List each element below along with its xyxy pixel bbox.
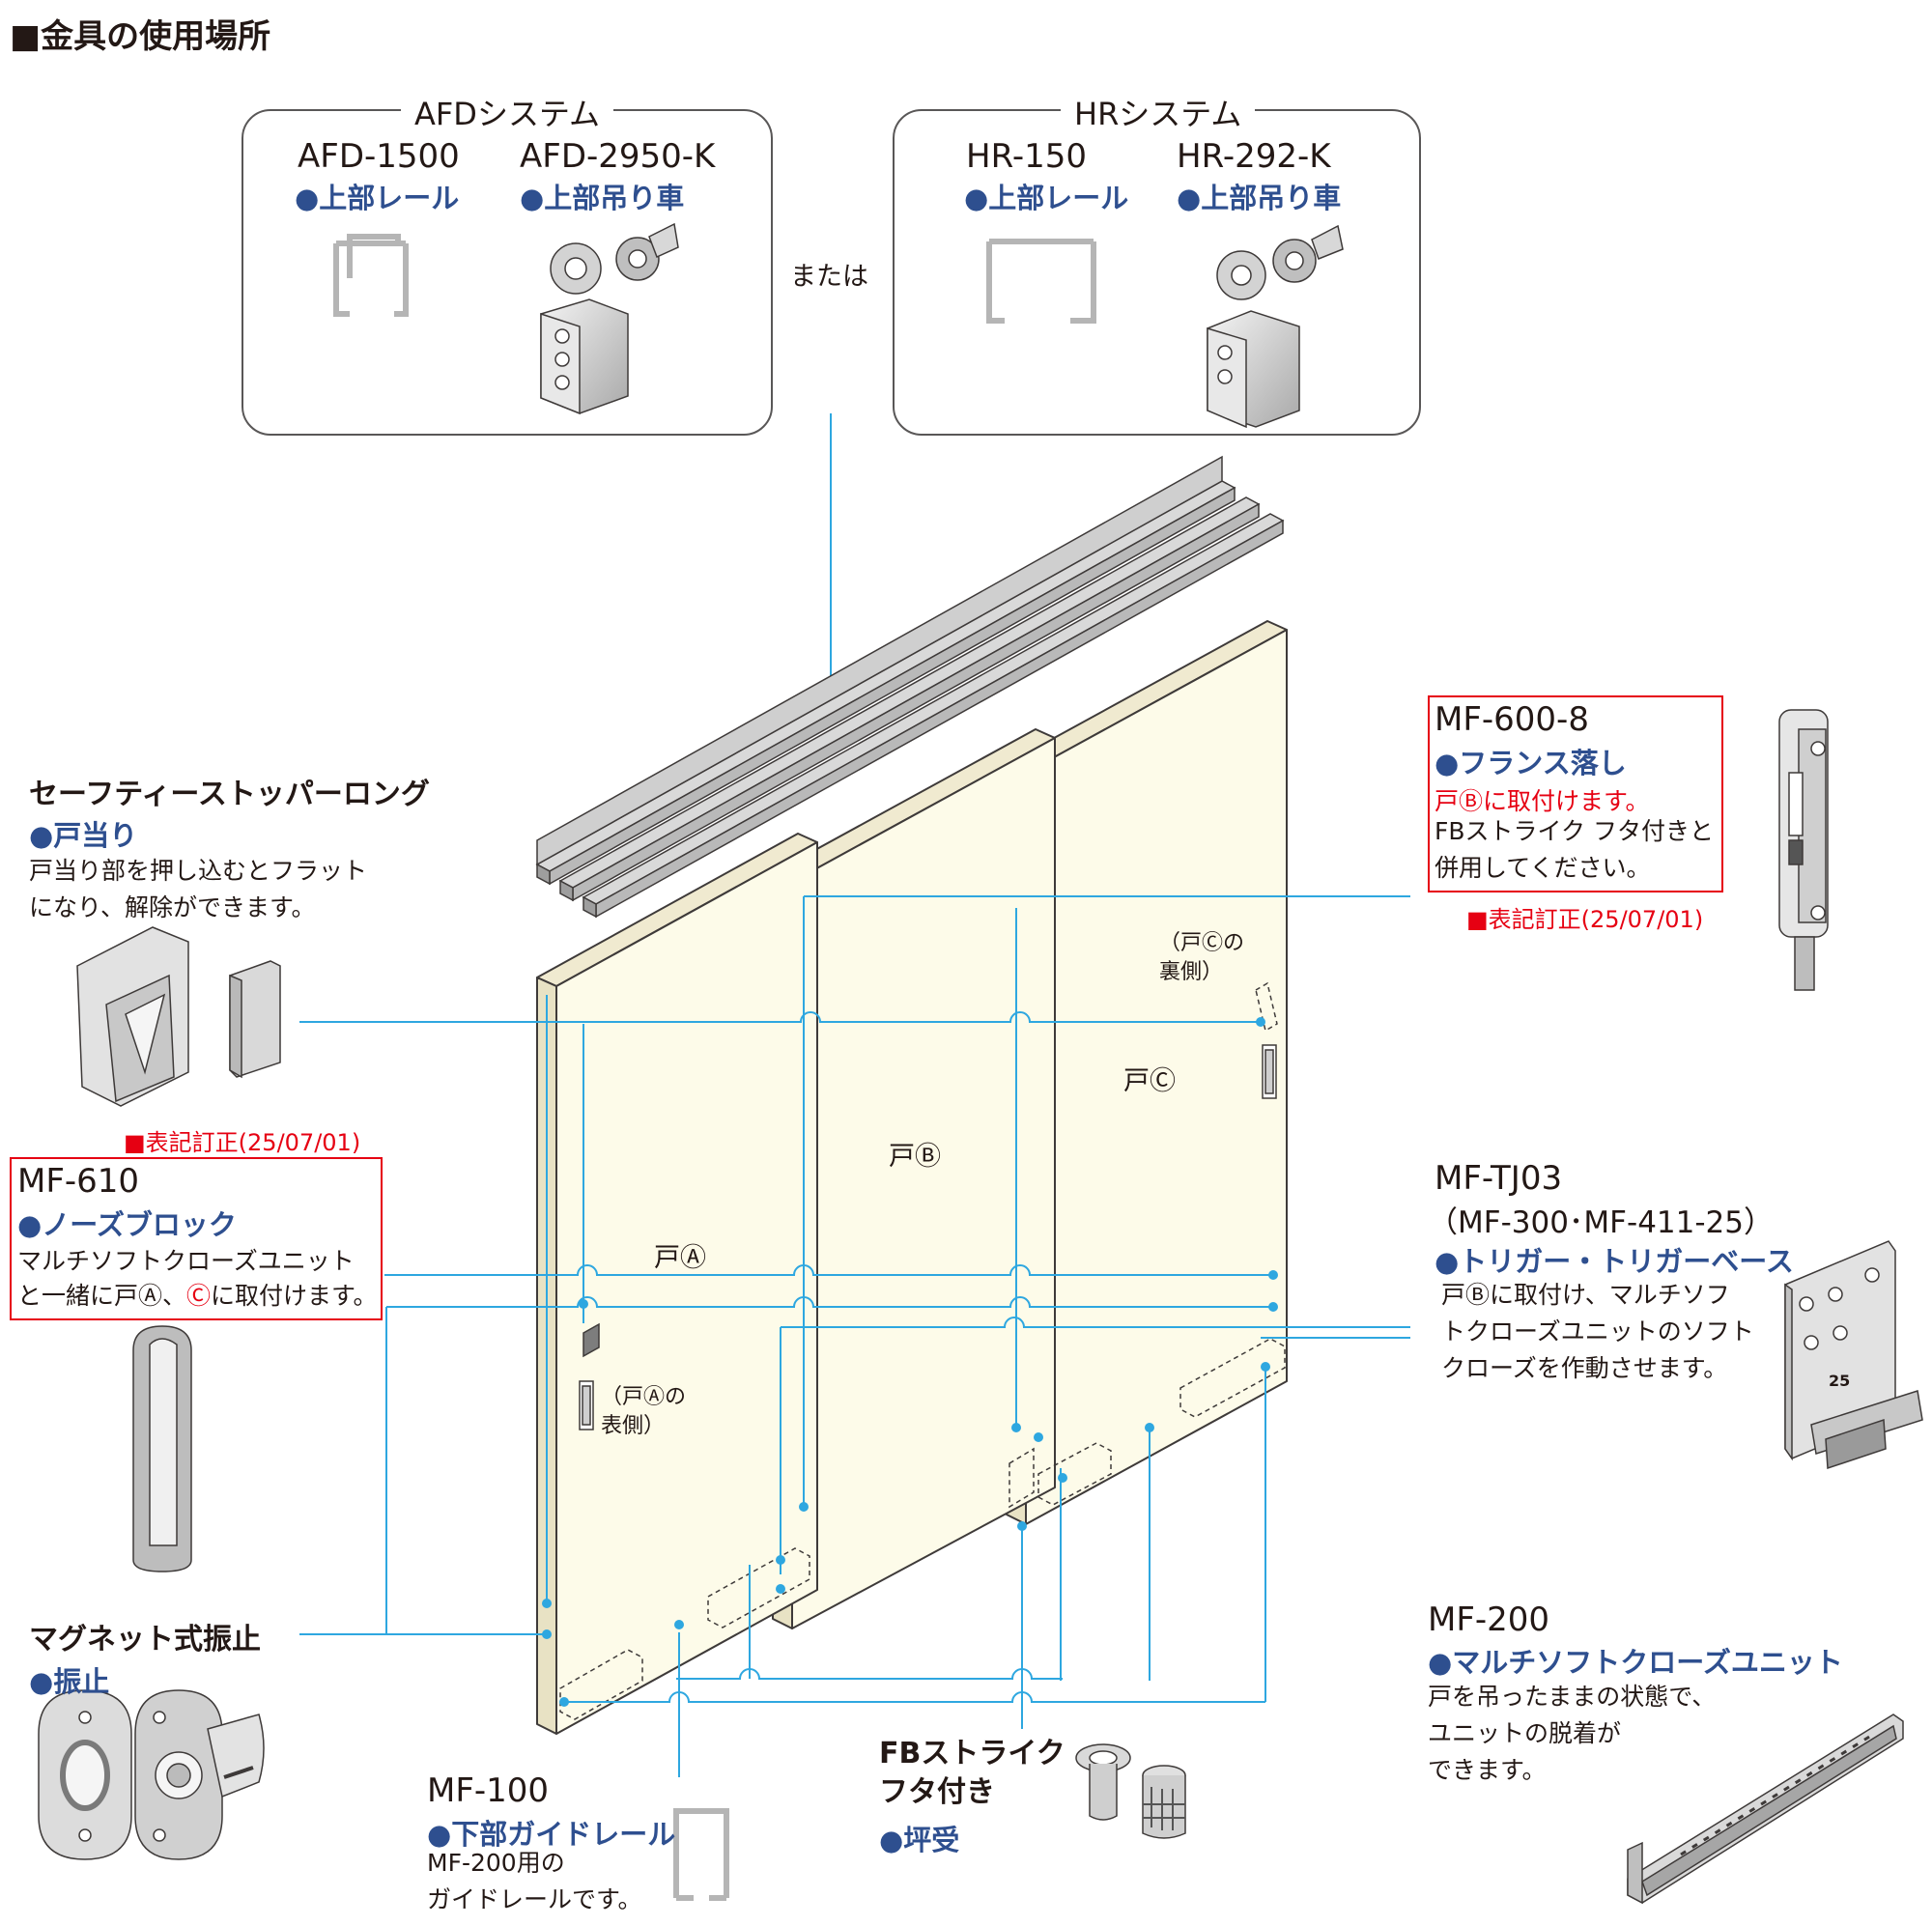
mftj03-description: 戸Ⓑに取付け、マルチソフ トクローズユニットのソフト クローズを作動させます。 bbox=[1441, 1281, 1754, 1382]
safety-stopper-icon bbox=[76, 926, 281, 1107]
upper-rail-assembly bbox=[535, 455, 1285, 919]
trigger-icon: 25 bbox=[1784, 1240, 1923, 1470]
hr-rail-category: ●上部レール bbox=[964, 182, 1129, 214]
door-c-back-note: （戸Ⓒの 裏側） bbox=[1159, 931, 1245, 984]
door-a-label: 戸Ⓐ bbox=[654, 1243, 706, 1273]
door-c-label: 戸Ⓒ bbox=[1123, 1066, 1176, 1096]
fb-strike-heading: FBストライク フタ付き bbox=[879, 1737, 1065, 1809]
correction-note-mf610: ■表記訂正(25/07/01) bbox=[124, 1129, 361, 1156]
mf610-category: ●ノーズブロック bbox=[17, 1208, 237, 1241]
trigger-part-number: 25 bbox=[1829, 1372, 1850, 1390]
mf100-model: MF-100 bbox=[427, 1771, 550, 1810]
door-a bbox=[536, 833, 818, 1735]
fb-strike-icon bbox=[1075, 1743, 1186, 1839]
hr-system-label: HRシステム bbox=[1061, 90, 1256, 134]
mf610-description-line2: と一緒に戸Ⓐ、Ⓒに取付けます。 bbox=[17, 1277, 378, 1312]
safety-stopper-description: 戸当り部を押し込むとフラット になり、解除ができます。 bbox=[29, 857, 368, 921]
fb-strike-category: ●坪受 bbox=[879, 1824, 960, 1856]
mf610-model: MF-610 bbox=[17, 1162, 140, 1201]
hr-rail-icon bbox=[986, 239, 1096, 324]
mftj03-model: MF-TJ03 bbox=[1435, 1159, 1563, 1198]
afd-rail-category: ●上部レール bbox=[295, 182, 460, 214]
hr-hanger-category: ●上部吊り車 bbox=[1177, 182, 1342, 214]
mf600-note: 戸Ⓑに取付けます。 bbox=[1435, 787, 1650, 815]
door-a-front-note: （戸Ⓐの 表側） bbox=[601, 1385, 687, 1438]
afd-hanger-category: ●上部吊り車 bbox=[520, 182, 685, 214]
mf600-category: ●フランス落し bbox=[1435, 747, 1627, 779]
mf600-model: MF-600-8 bbox=[1435, 700, 1589, 739]
afd-hanger-icon bbox=[540, 222, 679, 415]
mftj03-category: ●トリガー・トリガーベース bbox=[1435, 1245, 1794, 1278]
hr-rail-model: HR-150 bbox=[966, 137, 1087, 176]
mf610-desc-part-b: Ⓒ bbox=[186, 1282, 212, 1310]
guide-rail-icon bbox=[673, 1808, 729, 1901]
magnet-category: ●振止 bbox=[29, 1665, 110, 1698]
afd-hanger-model: AFD-2950-K bbox=[520, 137, 716, 176]
afd-system-label: AFDシステム bbox=[401, 90, 613, 134]
afd-rail-icon bbox=[333, 234, 409, 317]
correction-note-mf600: ■表記訂正(25/07/01) bbox=[1466, 906, 1704, 933]
mf100-description: MF-200用の ガイドレールです。 bbox=[427, 1849, 642, 1913]
flush-bolt-icon bbox=[1778, 709, 1829, 991]
or-text: または bbox=[790, 262, 868, 292]
mf100-category: ●下部ガイドレール bbox=[427, 1818, 676, 1851]
mf600-box bbox=[1428, 695, 1723, 892]
page-title: ■金具の使用場所 bbox=[10, 17, 271, 56]
mf610-desc-part-c: に取付けます。 bbox=[211, 1282, 378, 1310]
nose-block-icon bbox=[132, 1325, 192, 1572]
mf610-description-line1: マルチソフトクローズユニット bbox=[17, 1247, 355, 1275]
mftj03-subtitle: （MF-300･MF-411-25） bbox=[1428, 1205, 1774, 1240]
hr-hanger-model: HR-292-K bbox=[1177, 137, 1331, 176]
safety-stopper-category: ●戸当り bbox=[29, 819, 138, 852]
magnet-heading: マグネット式振止 bbox=[29, 1623, 261, 1657]
mf200-model: MF-200 bbox=[1428, 1600, 1550, 1639]
afd-rail-model: AFD-1500 bbox=[298, 137, 460, 176]
magnet-stopper-icon bbox=[38, 1689, 265, 1860]
mf610-desc-part-a: と一緒に戸Ⓐ、 bbox=[17, 1282, 187, 1310]
safety-stopper-heading: セーフティーストッパーロング bbox=[29, 778, 430, 811]
mf200-description: 戸を吊ったままの状態で、 ユニットの脱着が できます。 bbox=[1428, 1683, 1717, 1784]
mf200-category: ●マルチソフトクローズユニット bbox=[1428, 1646, 1843, 1679]
mf600-description: FBストライク フタ付きと 併用してください。 bbox=[1435, 817, 1714, 882]
door-b-label: 戸Ⓑ bbox=[889, 1142, 941, 1172]
soft-close-unit-icon bbox=[1627, 1714, 1904, 1905]
mf610-box bbox=[10, 1157, 383, 1320]
hr-hanger-icon bbox=[1207, 224, 1344, 429]
